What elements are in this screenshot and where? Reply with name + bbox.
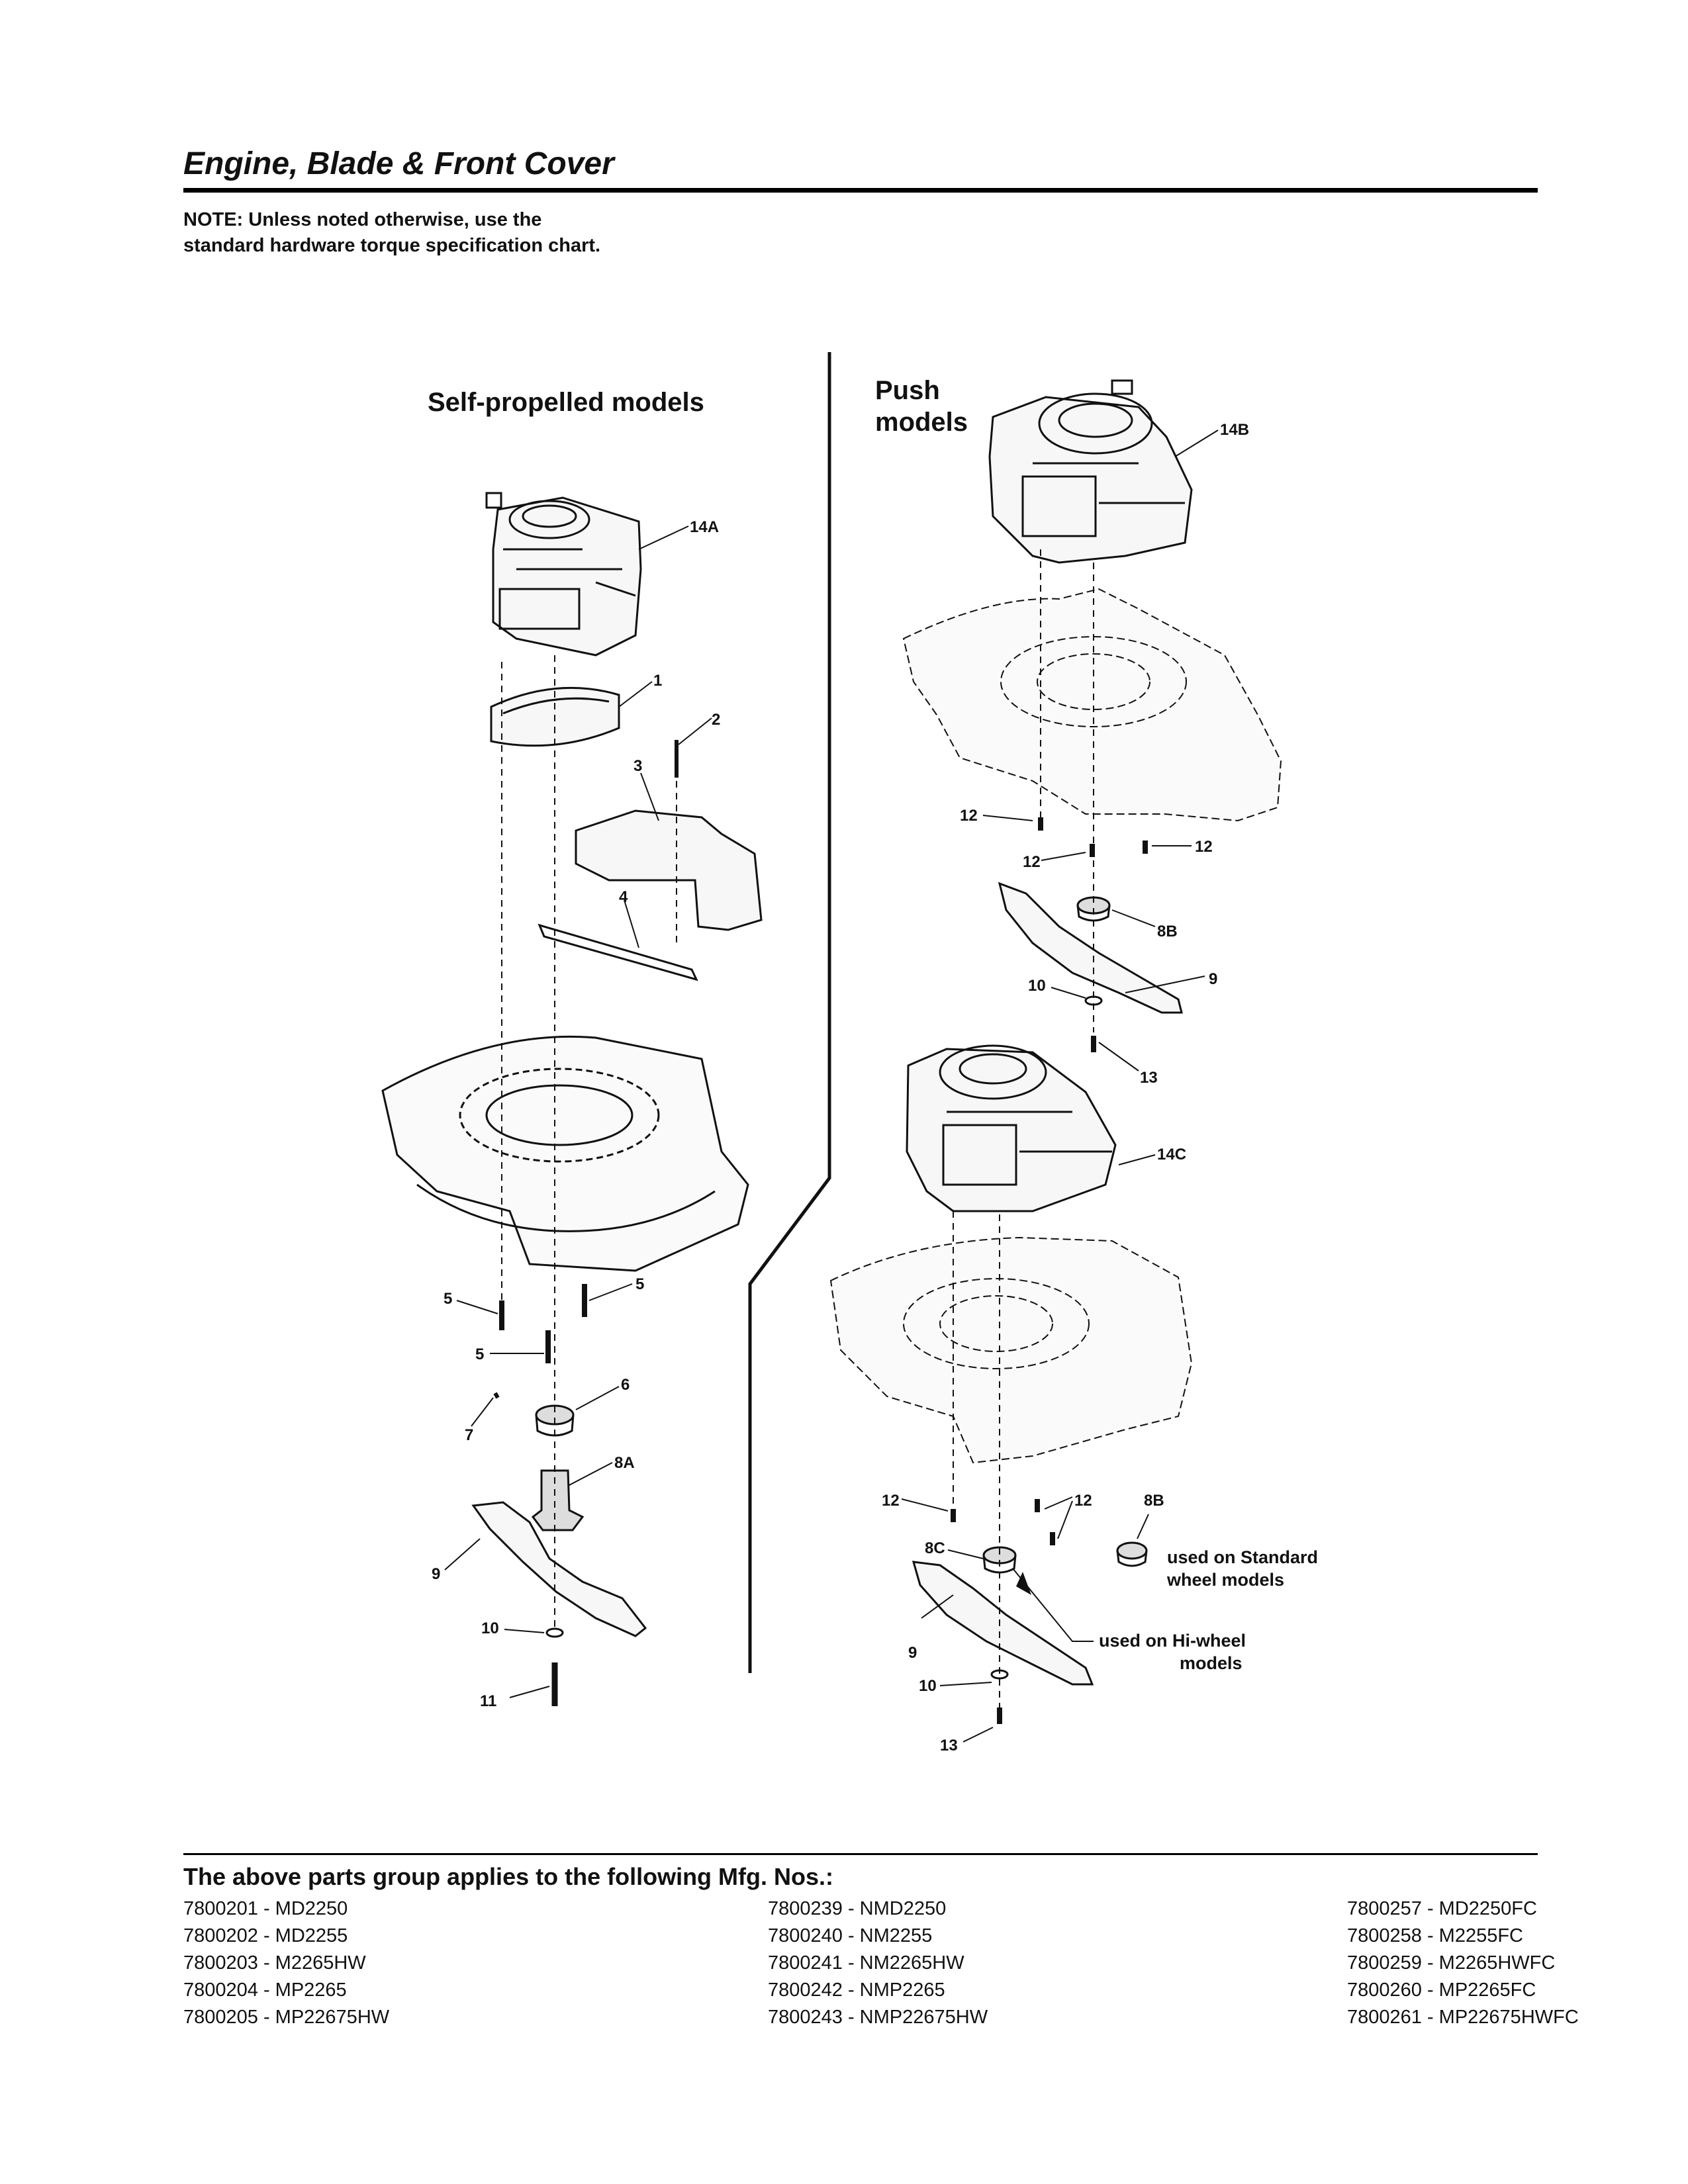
callout-5c: 5 — [475, 1345, 484, 1363]
adapter-8b-standard — [1116, 1541, 1148, 1567]
callout-8b-top: 8B — [1157, 923, 1178, 940]
callout-13b: 13 — [940, 1737, 958, 1754]
mfg-item: 7800239 - NMD2250 — [768, 1898, 947, 1919]
mfg-item: 7800203 - M2265HW — [183, 1952, 366, 1974]
push-label-line1: Push — [875, 376, 940, 405]
callout-14b: 14B — [1220, 421, 1249, 439]
callout-5b: 5 — [635, 1275, 644, 1293]
callout-9b: 9 — [1209, 970, 1217, 988]
mfg-item: 7800240 - NM2255 — [768, 1925, 933, 1946]
mfg-item: 7800259 - M2265HWFC — [1347, 1952, 1556, 1974]
push-label-line2: models — [875, 408, 968, 437]
torque-note: NOTE: Unless noted otherwise, use the st… — [183, 209, 601, 256]
engine-14a — [485, 492, 642, 657]
callout-1: 1 — [653, 672, 662, 690]
hi-wheel-note-2: models — [1180, 1653, 1243, 1673]
belt-4 — [538, 923, 698, 981]
callout-8a: 8A — [614, 1454, 635, 1472]
standard-wheel-note-2: wheel models — [1166, 1570, 1284, 1590]
callout-4: 4 — [619, 888, 628, 906]
callout-11: 11 — [480, 1692, 496, 1710]
callout-12e: 12 — [1074, 1492, 1092, 1510]
section-divider — [748, 352, 831, 1673]
callout-8b-standard: 8B — [1144, 1492, 1164, 1510]
push-models-label: Push models — [875, 375, 968, 438]
mfg-item: 7800260 - MP2265FC — [1347, 1979, 1536, 2001]
blade-push-top — [998, 882, 1183, 1014]
callout-12c: 12 — [1195, 838, 1213, 856]
callout-8c: 8C — [925, 1539, 945, 1557]
self-propelled-label: Self-propelled models — [428, 388, 704, 417]
callout-12b: 12 — [1023, 853, 1041, 871]
callout-12d: 12 — [882, 1492, 900, 1510]
mfg-column-2: 7800239 - NMD2250 7800240 - NM2255 78002… — [768, 1895, 988, 2031]
mfg-item: 7800241 - NM2265HW — [768, 1952, 964, 1974]
footer-rule — [183, 1853, 1538, 1855]
hi-wheel-note-1: used on Hi-wheel — [1099, 1631, 1246, 1651]
mfg-item: 7800202 - MD2255 — [183, 1925, 348, 1946]
callout-3: 3 — [633, 757, 642, 775]
blade-push-bottom — [912, 1561, 1094, 1686]
mfg-column-1: 7800201 - MD2250 7800202 - MD2255 780020… — [183, 1895, 389, 2031]
callout-13a: 13 — [1140, 1069, 1158, 1087]
callout-6: 6 — [621, 1376, 630, 1394]
callout-12a: 12 — [960, 807, 978, 825]
callout-14c: 14C — [1157, 1146, 1186, 1163]
callout-9a: 9 — [432, 1565, 440, 1583]
mfg-item: 7800243 - NMP22675HW — [768, 2007, 988, 2028]
standard-wheel-note-1: used on Standard — [1167, 1547, 1318, 1567]
mfg-item: 7800201 - MD2250 — [183, 1898, 348, 1919]
engine-14c — [906, 1044, 1117, 1212]
mfg-item: 7800258 - M2255FC — [1347, 1925, 1523, 1946]
callout-7: 7 — [465, 1426, 473, 1444]
mfg-heading: The above parts group applies to the fol… — [183, 1863, 834, 1890]
page-title: Engine, Blade & Front Cover — [183, 146, 614, 181]
engine-14b — [988, 379, 1193, 564]
key-7 — [493, 1392, 500, 1399]
mfg-column-3: 7800257 - MD2250FC 7800258 - M2255FC 780… — [1347, 1895, 1579, 2031]
callout-5a: 5 — [444, 1290, 452, 1308]
deck-left — [381, 1035, 749, 1272]
callout-10a: 10 — [481, 1619, 499, 1637]
deck-push-bottom — [829, 1236, 1193, 1464]
callout-9c: 9 — [908, 1644, 917, 1662]
mfg-item: 7800261 - MP22675HWFC — [1347, 2007, 1579, 2028]
deck-push-top — [902, 588, 1282, 822]
adapter-8a — [531, 1469, 585, 1531]
callout-14a: 14A — [690, 518, 719, 536]
callout-2: 2 — [712, 711, 720, 729]
mfg-item: 7800205 - MP22675HW — [183, 2007, 390, 2028]
washer-10a — [545, 1627, 564, 1638]
exploded-parts-diagram: 14A 1 2 3 4 5 5 5 6 7 8A 9 10 11 14B 12 … — [381, 352, 1318, 1754]
blade-left — [471, 1501, 647, 1637]
cover-3 — [575, 809, 763, 931]
callout-10b: 10 — [1028, 977, 1046, 995]
mfg-item: 7800204 - MP2265 — [183, 1979, 347, 2001]
title-rule — [183, 188, 1538, 193]
mfg-item: 7800242 - NMP2265 — [768, 1979, 945, 2001]
mfg-item: 7800257 - MD2250FC — [1347, 1898, 1537, 1919]
pointer-arrow — [1016, 1572, 1031, 1595]
callout-10c: 10 — [919, 1677, 937, 1695]
